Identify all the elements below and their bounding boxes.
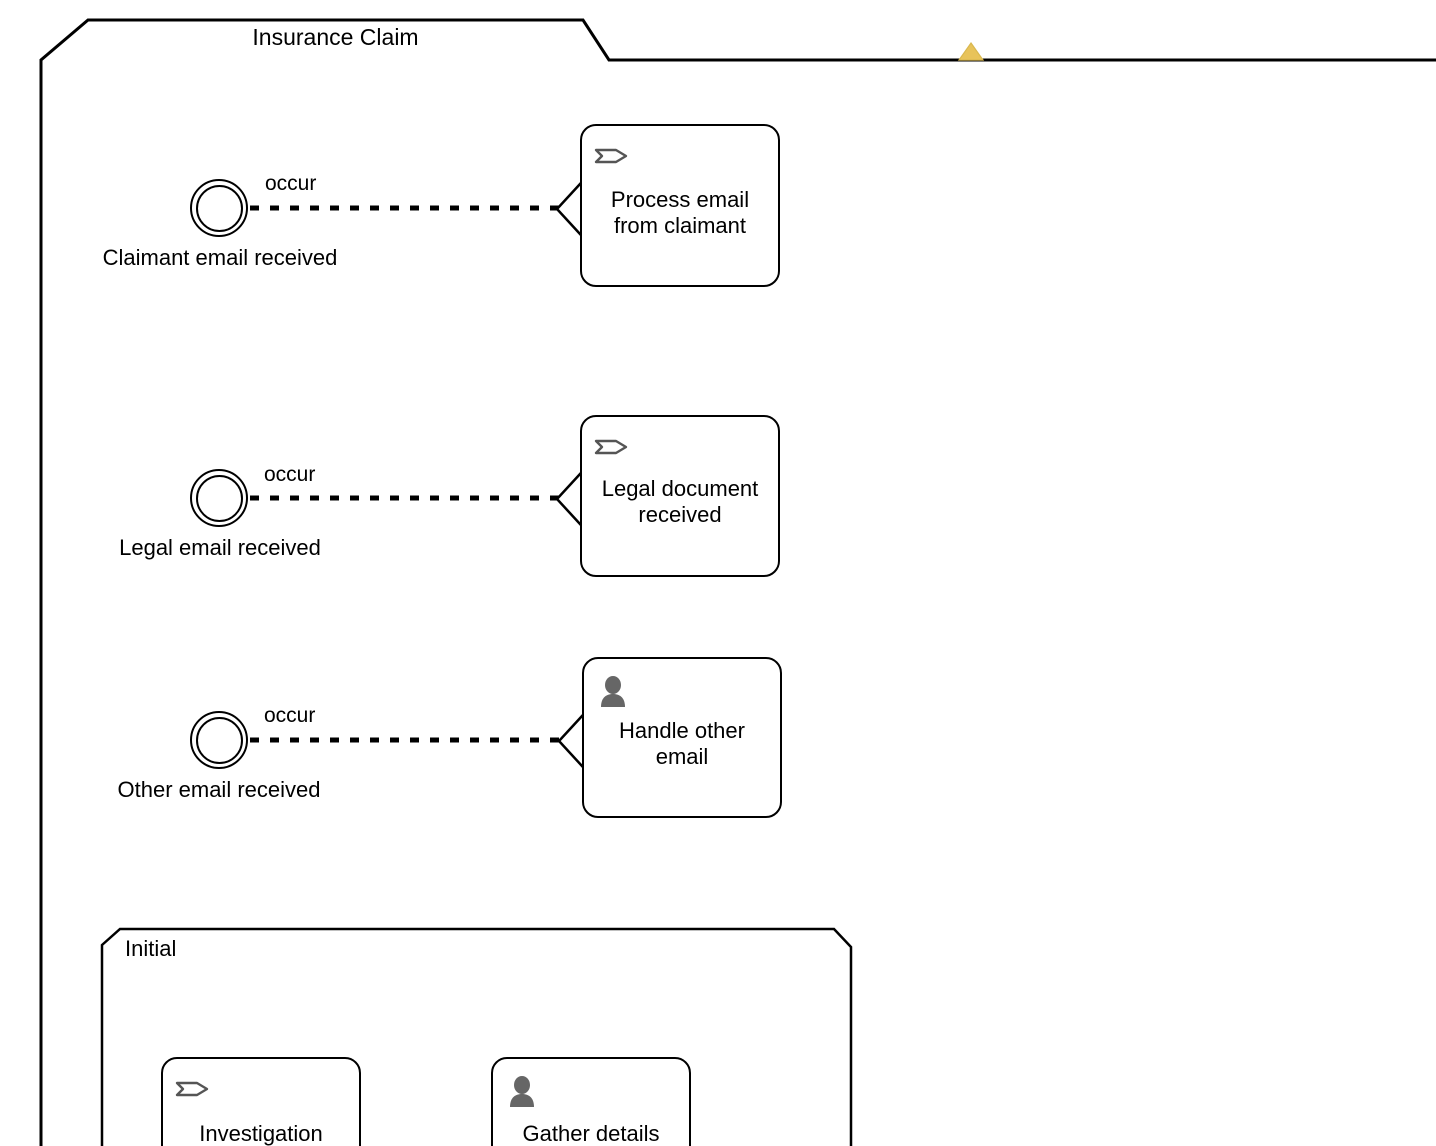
flow-label-occur-1: occur	[265, 172, 317, 195]
task-handle-other-email[interactable]	[582, 657, 782, 818]
pool-title: Insurance Claim	[252, 24, 419, 50]
flow-label-occur-2: occur	[264, 463, 316, 486]
group-title-initial: Initial	[125, 936, 177, 961]
task-label-process-email-line2: from claimant	[613, 213, 747, 238]
event-label-legal-email-received: Legal email received	[119, 535, 321, 560]
task-label-legal-document-line1: Legal document	[601, 476, 759, 501]
script-task-icon	[594, 144, 630, 168]
event-label-other-email-received: Other email received	[117, 777, 321, 802]
task-label-legal-document-line2: received	[638, 502, 722, 527]
event-legal-email-received[interactable]	[190, 469, 248, 527]
user-task-icon	[507, 1075, 537, 1107]
script-task-icon	[594, 435, 630, 459]
user-task-icon	[598, 675, 628, 707]
event-claimant-email-received[interactable]	[190, 179, 248, 237]
task-label-gather-details: Gather details	[522, 1121, 660, 1146]
script-task-icon	[175, 1077, 211, 1101]
task-label-investigation: Investigation	[199, 1121, 323, 1146]
task-label-handle-other-line2: email	[655, 744, 709, 769]
task-label-process-email-line1: Process email	[610, 187, 750, 212]
task-label-handle-other-line1: Handle other	[619, 718, 745, 743]
flow-label-occur-3: occur	[264, 704, 316, 727]
task-process-email-from-claimant[interactable]	[580, 124, 780, 287]
event-other-email-received[interactable]	[190, 711, 248, 769]
warning-triangle-icon[interactable]	[957, 40, 985, 62]
event-label-claimant-email-received: Claimant email received	[102, 245, 338, 270]
